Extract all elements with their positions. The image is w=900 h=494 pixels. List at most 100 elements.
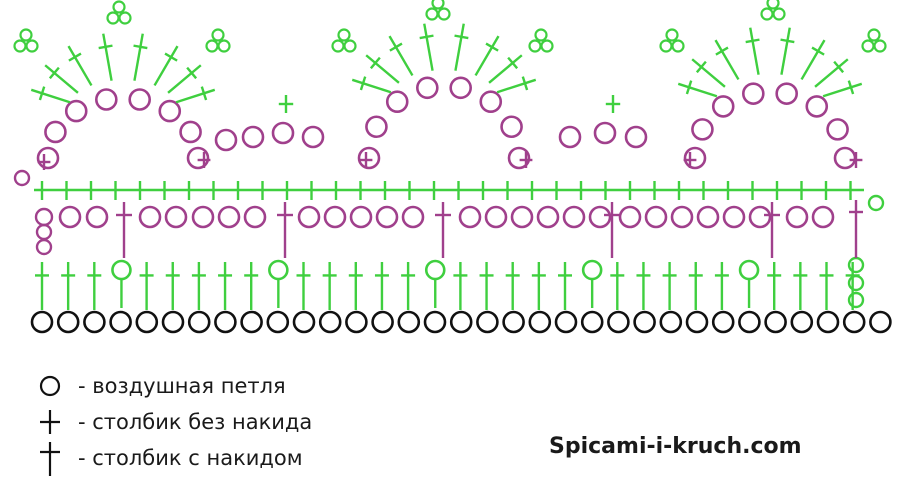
chain-stitch xyxy=(397,310,421,334)
double-crochet-stitch xyxy=(365,54,400,84)
chain-stitch xyxy=(214,128,238,152)
stitch-bar xyxy=(133,44,148,50)
double-crochet-stitch xyxy=(677,80,718,98)
single-crochet-icon xyxy=(40,410,60,434)
chain-stitch xyxy=(34,207,54,227)
chain-stitch xyxy=(217,205,241,229)
chain-stitch xyxy=(665,28,679,42)
double-crochet-stitch xyxy=(767,262,782,310)
chain-stitch xyxy=(581,259,603,281)
single-crochet-stitch xyxy=(37,154,51,170)
chain-stitch xyxy=(30,310,54,334)
double-crochet-stitch xyxy=(87,262,102,310)
stitch-stem xyxy=(30,88,71,104)
chain-stitch xyxy=(691,118,714,141)
chain-stitch xyxy=(764,310,787,334)
chain-mesh-row xyxy=(34,200,863,258)
chain-stitch xyxy=(44,120,67,144)
chain-stitch xyxy=(554,310,578,334)
stitch-stem xyxy=(496,78,537,94)
chain-stitch xyxy=(186,146,210,170)
chain-stitch xyxy=(331,39,345,53)
chain-stitch xyxy=(659,310,683,334)
double-crochet-stitch xyxy=(745,27,760,75)
chain-stitch xyxy=(588,205,612,229)
stitch-bar xyxy=(369,56,381,70)
double-crochet-stitch xyxy=(479,262,494,310)
chain-stitch xyxy=(164,205,188,229)
chain-stitch xyxy=(375,205,399,229)
double-crochet-stitch xyxy=(822,80,863,98)
chain-stitch xyxy=(138,205,162,229)
single-crochet-stitch xyxy=(278,95,294,113)
chain-stitch xyxy=(211,28,225,42)
chain-stitch xyxy=(401,205,425,229)
chain-stitch xyxy=(357,146,381,170)
double-crochet-stitch xyxy=(374,262,389,310)
chain-stitch xyxy=(711,310,735,334)
chain-stitch xyxy=(528,39,542,53)
chain-stitch xyxy=(510,205,534,229)
stitch-stem xyxy=(814,58,849,88)
stitch-stem xyxy=(488,54,523,84)
stitch-bar xyxy=(389,42,403,52)
stitch-stem xyxy=(691,58,726,88)
chain-stitch xyxy=(558,125,582,149)
chain-stitch xyxy=(785,205,809,229)
stitch-stem xyxy=(102,33,113,81)
double-crochet-stitch xyxy=(558,262,572,310)
chain-stitch xyxy=(775,82,798,105)
chain-stitch xyxy=(458,205,482,229)
chain-stitch xyxy=(217,39,231,53)
stitch-bar xyxy=(48,66,60,80)
double-crochet-stitch xyxy=(714,39,740,81)
chain-stitch xyxy=(507,146,531,170)
chain-stitch xyxy=(109,310,132,334)
stitch-stem xyxy=(423,23,434,71)
stitch-bar xyxy=(68,52,82,62)
double-crochet-stitch xyxy=(153,45,179,87)
chain-stitch xyxy=(118,11,132,25)
stitch-stem xyxy=(167,64,202,94)
stitch-bar xyxy=(186,66,198,80)
chain-stitch xyxy=(268,259,289,281)
double-crochet-stitch xyxy=(218,262,233,310)
stitch-bar xyxy=(164,52,178,62)
stitch-stem xyxy=(677,82,718,98)
chain-stitch xyxy=(760,7,774,21)
chain-stitch xyxy=(56,310,80,334)
chain-stitch xyxy=(847,274,865,292)
chain-stitch xyxy=(35,223,53,241)
double-crochet-stitch xyxy=(44,64,79,94)
chain-stitch xyxy=(161,310,185,334)
stitch-stem xyxy=(822,82,863,98)
stitch-stem xyxy=(780,27,791,75)
chain-stitch xyxy=(624,125,648,149)
chain-stitch xyxy=(243,205,267,229)
double-crochet-stitch xyxy=(67,45,93,87)
stitch-stem xyxy=(749,27,760,75)
double-crochet-stitch xyxy=(419,23,434,71)
chain-stitch xyxy=(671,39,685,53)
stitch-bar xyxy=(715,46,729,56)
chain-stitch xyxy=(431,0,445,10)
single-crochet-stitch xyxy=(849,152,863,168)
stitch-bar xyxy=(507,56,519,70)
chain-stitch xyxy=(345,310,368,334)
double-crochet-stitch xyxy=(435,202,451,258)
double-crochet-stitch xyxy=(610,262,625,310)
single-crochet-stitch xyxy=(197,152,211,168)
chain-stitch xyxy=(83,310,106,334)
stitch-bar xyxy=(833,60,845,74)
fan-picot-row xyxy=(13,0,887,113)
chain-stitch xyxy=(500,115,523,139)
chain-stitch xyxy=(873,39,887,53)
double-crochet-stitch xyxy=(691,58,726,88)
chain-stitch xyxy=(240,310,263,334)
legend-item-double-crochet: - столбик с накидом xyxy=(32,440,312,476)
stitch-bar xyxy=(38,86,46,101)
chain-stitch xyxy=(423,310,447,334)
chain-stitch xyxy=(826,118,849,141)
chain-stitch xyxy=(722,205,746,229)
double-crochet-stitch xyxy=(35,262,49,310)
